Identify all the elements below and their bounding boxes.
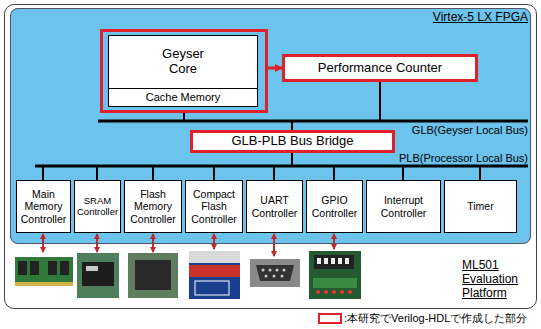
bus-stub: [379, 82, 381, 121]
box-label: Compact Flash Controller: [188, 188, 240, 224]
box-label: Main Memory Controller: [19, 188, 68, 224]
bus-stub: [291, 153, 293, 166]
controller-box: Main Memory Controller: [16, 180, 71, 233]
bus-name: GLB(Geyser Local Bus): [380, 124, 528, 137]
box-label: Performance Counter: [318, 61, 442, 76]
box-label: Timer: [467, 200, 493, 212]
controller-box: GPIO Controller: [306, 180, 363, 233]
box-label: SRAM Controller: [77, 196, 118, 218]
box-label: Interrupt Controller: [369, 194, 438, 218]
compact-flash-photo: [189, 251, 240, 299]
controller-box: UART Controller: [246, 180, 303, 233]
box-label: GPIO Controller: [309, 194, 360, 218]
fpga-fill: [10, 8, 531, 244]
box-label: Cache Memory: [146, 91, 221, 104]
legend-text: :本研究でVerilog-HDLで作成した部分: [344, 312, 527, 325]
device-arrows: [43, 234, 334, 256]
signal-arrow: [268, 67, 282, 70]
region-title: Virtex-5 LX FPGA: [410, 11, 528, 25]
bus-stub: [183, 112, 185, 121]
gpio-photo: [309, 251, 361, 299]
legend-swatch: [318, 313, 342, 324]
box-label: Flash Memory Controller: [127, 188, 179, 224]
controller-box: SRAM Controller: [74, 180, 121, 233]
flash-photo: [128, 253, 178, 298]
glb-bus: [98, 120, 528, 123]
region-title: ML501 Evaluation Platform: [462, 259, 530, 300]
box-label: GLB-PLB Bus Bridge: [231, 134, 353, 149]
bridge-box: GLB-PLB Bus Bridge: [190, 130, 395, 153]
controller-box: Compact Flash Controller: [185, 180, 243, 233]
cache-box: Cache Memory: [108, 88, 258, 107]
controller-box: Timer: [444, 180, 517, 233]
memory-module-photo: [15, 257, 73, 286]
core-title: Geyser Core: [108, 35, 258, 89]
bus-stubs: [43, 166, 480, 180]
bus-stub: [291, 121, 293, 130]
controller-box: Interrupt Controller: [366, 180, 441, 233]
bus-name: PLB(Processor Local Bus): [380, 152, 528, 165]
counter-box: Performance Counter: [282, 54, 478, 82]
sram-photo: [77, 253, 119, 298]
box-label: UART Controller: [249, 194, 300, 218]
controller-box: Flash Memory Controller: [124, 180, 182, 233]
core-box: Geyser CoreCache Memory: [100, 29, 268, 113]
serial-connector-photo: [250, 259, 300, 287]
plb-bus: [35, 165, 528, 168]
